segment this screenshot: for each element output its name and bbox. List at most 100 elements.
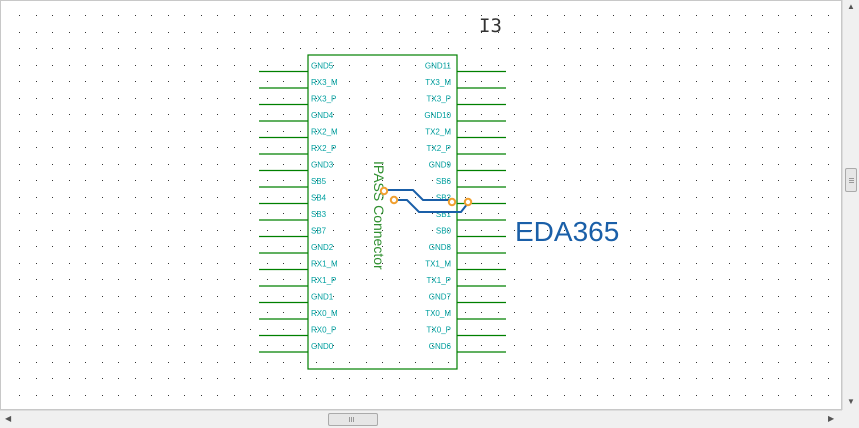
grid-dot (564, 296, 565, 297)
grid-dot (448, 246, 449, 247)
grid-dot (432, 213, 433, 214)
grid-dot (514, 246, 515, 247)
grid-dot (69, 395, 70, 396)
grid-dot (630, 32, 631, 33)
grid-dot (168, 180, 169, 181)
grid-dot (151, 180, 152, 181)
grid-dot (811, 312, 812, 313)
grid-dot (36, 197, 37, 198)
grid-dot (333, 296, 334, 297)
grid-dot (366, 48, 367, 49)
schematic-svg[interactable]: I3 GND5RX3_MRX3_PGND4RX2_MRX2_PGND3SB5SB… (1, 1, 843, 411)
grid-dot (696, 48, 697, 49)
grid-dot (828, 65, 829, 66)
grid-dot (201, 65, 202, 66)
pin-label-left: GND5 (311, 62, 334, 71)
grid-dot (514, 345, 515, 346)
grid-dot (778, 98, 779, 99)
grid-dot (382, 114, 383, 115)
grid-dot (663, 114, 664, 115)
scroll-up-icon[interactable]: ▲ (847, 2, 855, 11)
grid-dot (300, 65, 301, 66)
grid-dot (382, 15, 383, 16)
grid-dot (415, 279, 416, 280)
vertical-scroll-thumb[interactable] (845, 168, 857, 192)
grid-dot (267, 345, 268, 346)
grid-dot (580, 131, 581, 132)
grid-dot (118, 345, 119, 346)
grid-dot (250, 279, 251, 280)
grid-dot (184, 246, 185, 247)
grid-dot (547, 197, 548, 198)
grid-dot (52, 197, 53, 198)
scroll-left-icon[interactable]: ◀ (5, 414, 12, 423)
grid-dot (19, 180, 20, 181)
grid-dot (498, 213, 499, 214)
grid-dot (52, 15, 53, 16)
grid-dot (514, 296, 515, 297)
grid-dot (234, 98, 235, 99)
grid-dot (778, 15, 779, 16)
grid-dot (399, 279, 400, 280)
grid-dot (828, 378, 829, 379)
grid-dot (415, 312, 416, 313)
grid-dot (382, 180, 383, 181)
grid-dot (36, 147, 37, 148)
grid-dot (382, 48, 383, 49)
grid-dot (630, 263, 631, 264)
designator-label[interactable]: I3 (479, 15, 502, 37)
grid-dot (712, 197, 713, 198)
grid-dot (118, 65, 119, 66)
grid-dot (580, 213, 581, 214)
vertical-scrollbar[interactable]: ▲ ▼ (842, 0, 859, 410)
grid-dot (663, 131, 664, 132)
grid-dot (481, 378, 482, 379)
grid-dot (135, 114, 136, 115)
grid-dot (201, 263, 202, 264)
pin-label-left: SB7 (311, 227, 327, 236)
grid-dot (250, 230, 251, 231)
grid-dot (300, 246, 301, 247)
grid-dot (646, 279, 647, 280)
grid-dot (481, 246, 482, 247)
grid-dot (696, 378, 697, 379)
grid-dot (184, 345, 185, 346)
grid-dot (745, 263, 746, 264)
grid-dot (646, 180, 647, 181)
grid-dot (448, 180, 449, 181)
grid-dot (498, 98, 499, 99)
grid-dot (415, 81, 416, 82)
grid-dot (712, 131, 713, 132)
grid-dot (333, 378, 334, 379)
grid-dot (102, 131, 103, 132)
horizontal-scroll-thumb[interactable] (328, 413, 378, 426)
grid-dot (613, 329, 614, 330)
grid-dot (151, 147, 152, 148)
grid-dot (564, 65, 565, 66)
grid-dot (448, 345, 449, 346)
grid-dot (36, 246, 37, 247)
grid-dot (19, 296, 20, 297)
grid-dot (234, 230, 235, 231)
horizontal-scrollbar[interactable]: ◀ ▶ (0, 410, 842, 428)
grid-dot (184, 296, 185, 297)
grid-dot (745, 32, 746, 33)
pin-label-right: GND9 (429, 161, 452, 170)
grid-dot (481, 263, 482, 264)
grid-dot (69, 32, 70, 33)
grid-dot (481, 230, 482, 231)
grid-dot (102, 312, 103, 313)
scroll-right-icon[interactable]: ▶ (828, 414, 835, 423)
grid-dot (811, 213, 812, 214)
grid-dot (300, 15, 301, 16)
grid-dot (811, 15, 812, 16)
grid-dot (217, 246, 218, 247)
grid-dot (69, 345, 70, 346)
grid-dot (795, 147, 796, 148)
grid-dot (679, 48, 680, 49)
grid-dot (679, 263, 680, 264)
grid-dot (481, 65, 482, 66)
grid-dot (151, 164, 152, 165)
scroll-down-icon[interactable]: ▼ (847, 397, 855, 406)
